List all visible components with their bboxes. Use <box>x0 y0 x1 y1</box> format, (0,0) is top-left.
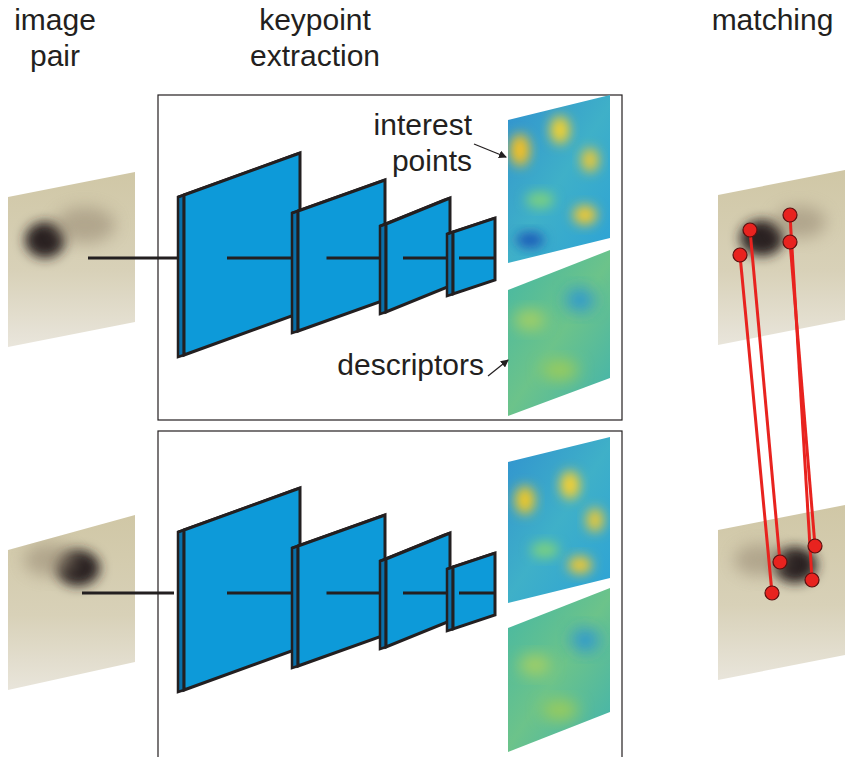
panel-outline <box>158 431 622 757</box>
column-heading: image pair <box>0 2 110 74</box>
descriptor-map <box>500 580 620 757</box>
layer-front <box>298 180 385 331</box>
match-line <box>740 215 815 593</box>
cnn-layers <box>178 488 495 692</box>
network-line <box>327 592 386 595</box>
layer-front <box>453 218 495 294</box>
image-patch <box>710 160 851 360</box>
layer-front <box>184 488 300 690</box>
keypoint-dot <box>733 208 822 600</box>
layer-front <box>453 553 495 629</box>
image-patch <box>0 160 150 360</box>
leader-line <box>474 144 506 157</box>
layer-front <box>298 515 385 666</box>
cnn-layers <box>178 153 495 357</box>
column-heading: keypoint extraction <box>205 2 425 74</box>
network-line <box>459 592 495 595</box>
interest-heatmap <box>500 90 620 270</box>
network-line <box>327 257 386 260</box>
leader-line <box>488 360 508 376</box>
layer-front <box>386 198 450 312</box>
network-line <box>227 257 300 260</box>
callout-label: descriptors <box>290 347 484 383</box>
image-patch <box>710 495 851 695</box>
callout-label: interest points <box>330 107 472 179</box>
network-line <box>227 592 300 595</box>
image-patch <box>0 505 150 705</box>
network-line <box>403 257 450 260</box>
layer-front <box>184 153 300 355</box>
network-line <box>403 592 450 595</box>
column-heading: matching <box>700 2 845 38</box>
layer-front <box>386 533 450 647</box>
network-line <box>459 257 495 260</box>
interest-heatmap <box>500 430 620 610</box>
descriptor-map <box>500 245 620 425</box>
